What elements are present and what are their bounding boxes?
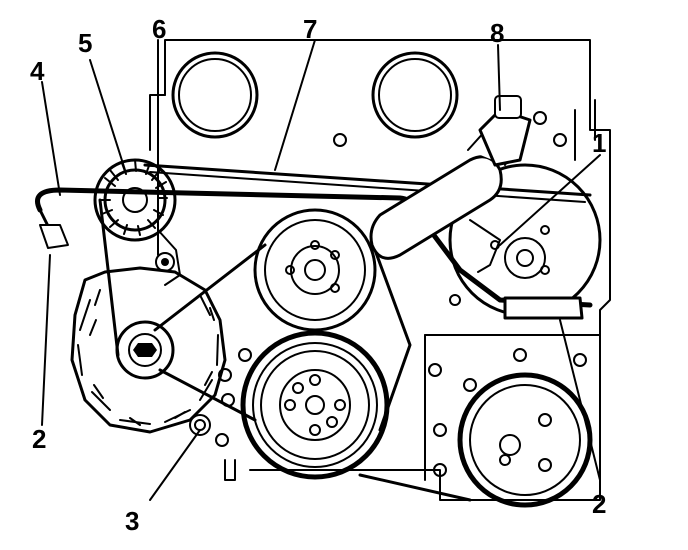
engine-block	[149, 39, 611, 501]
callout-5: 5	[78, 28, 92, 58]
callout-7: 7	[303, 14, 317, 44]
callout-1: 1	[592, 128, 606, 158]
camshaft-bore-right	[371, 51, 459, 139]
block-bolt	[333, 133, 347, 147]
camshaft-bore-left	[171, 51, 259, 139]
callout-8: 8	[490, 18, 504, 48]
callout-2-right: 2	[592, 489, 606, 519]
idler-pulley-upper	[253, 208, 377, 332]
callout-4: 4	[30, 56, 45, 86]
belt-tensioner	[93, 158, 181, 286]
callout-6: 6	[152, 14, 166, 44]
leader-lines	[41, 39, 601, 501]
callout-2-left: 2	[32, 424, 46, 454]
block-bolt	[553, 133, 567, 147]
lower-right-pulley	[457, 372, 593, 508]
generator	[70, 266, 227, 436]
drive-belt	[98, 163, 592, 502]
callout-3: 3	[125, 506, 139, 536]
crankshaft-pulley	[240, 330, 390, 480]
pressure-sensor	[478, 95, 547, 167]
block-bolt	[449, 294, 461, 306]
